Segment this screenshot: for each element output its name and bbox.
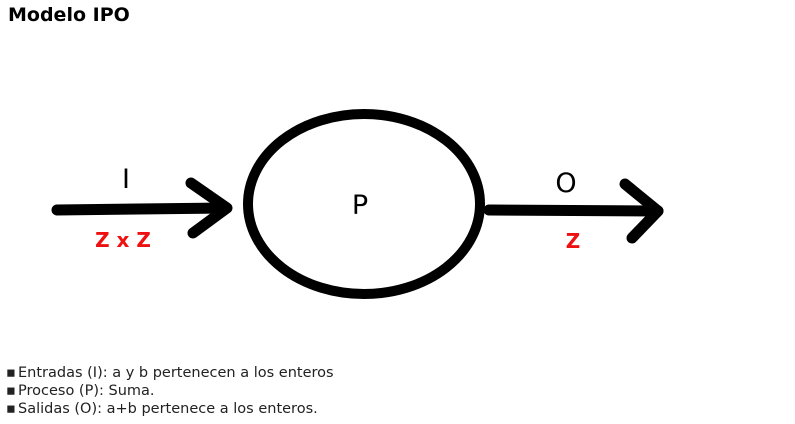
page-title: Modelo IPO (8, 4, 130, 26)
input-arrow-shaft (51, 202, 232, 216)
note-text: Entradas (I): a y b pertenecen a los ent… (18, 365, 334, 381)
output-arrow-head (619, 178, 664, 244)
bullet-icon: ▪ (6, 401, 16, 417)
input-set-label: Z x Z (95, 228, 151, 252)
list-item: ▪Entradas (I): a y b pertenecen a los en… (6, 364, 334, 382)
output-arrow (483, 178, 664, 244)
output-set-label: Z (566, 229, 581, 253)
ipo-diagram: I Z x Z P O Z (51, 109, 664, 299)
input-label: I (122, 164, 130, 195)
list-item: ▪Proceso (P): Suma. (6, 382, 334, 400)
process-ellipse (243, 109, 485, 299)
note-text: Proceso (P): Suma. (18, 383, 155, 399)
input-arrow-head (185, 177, 233, 239)
note-text: Salidas (O): a+b pertenece a los enteros… (18, 401, 318, 417)
input-arrow (51, 177, 233, 239)
process-label: P (352, 190, 368, 221)
list-item: ▪Salidas (O): a+b pertenece a los entero… (6, 400, 334, 418)
output-label: O (555, 168, 576, 199)
output-arrow-shaft (483, 204, 664, 217)
bullet-icon: ▪ (6, 365, 16, 381)
notes-list: ▪Entradas (I): a y b pertenecen a los en… (6, 364, 334, 418)
bullet-icon: ▪ (6, 383, 16, 399)
